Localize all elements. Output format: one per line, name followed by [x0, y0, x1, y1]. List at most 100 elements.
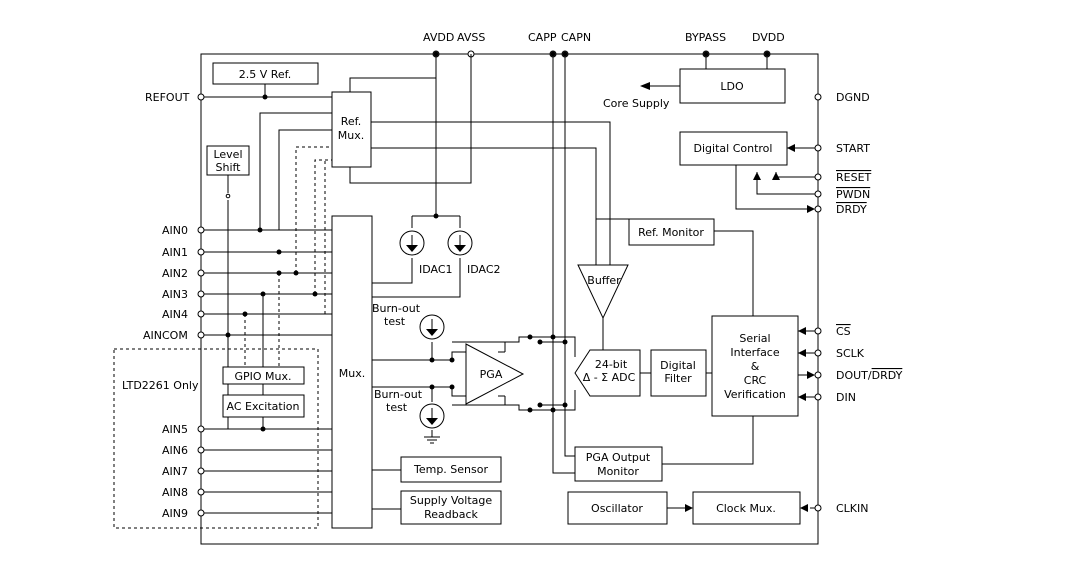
serial-interface-block [711, 315, 799, 417]
pin-label-dout: DOUT/DRDY [836, 369, 903, 382]
clock-mux-block [692, 491, 801, 525]
core-supply-label: Core Supply [603, 97, 670, 110]
pin-label-ain2: AIN2 [162, 267, 188, 280]
wires [204, 54, 815, 514]
level-shift-block [206, 145, 250, 176]
serial-label-2: Interface [730, 346, 779, 359]
pin-aincom [197, 331, 205, 339]
pin-label-ain5: AIN5 [162, 423, 188, 436]
digital-filter-label-1: Digital [660, 359, 696, 372]
left-pins: REFOUT AIN0 AIN1 AIN2 AIN3 AIN4 AINCOM A… [143, 91, 205, 520]
arrow-dout-icon [807, 371, 815, 379]
ac-excitation-label: AC Excitation [226, 400, 299, 413]
supply-readback-label-2: Readback [424, 508, 478, 521]
pin-ain6 [197, 446, 205, 454]
pin-sclk [814, 349, 822, 357]
pin-cs [814, 327, 822, 335]
adc-label-2: Δ - Σ ADC [583, 371, 636, 384]
arrow-sclk-icon [798, 349, 806, 357]
supply-readback-label-1: Supply Voltage [410, 494, 492, 507]
clock-mux-label: Clock Mux. [716, 502, 776, 515]
mux-block [331, 215, 373, 529]
pin-label-ain9: AIN9 [162, 507, 188, 520]
arrow-start-icon [787, 144, 795, 152]
pga-output-monitor-label-1: PGA Output [586, 451, 651, 464]
chip-outline [200, 53, 819, 545]
mux-label: Mux. [339, 367, 365, 380]
arrow-reset-icon [772, 172, 780, 180]
ldo-block [679, 68, 786, 104]
arrow-drdy-icon [807, 205, 815, 213]
arrow-clkin-icon [800, 504, 808, 512]
supply-readback-block [400, 490, 502, 525]
junctions [225, 51, 770, 432]
ref-mux-block [331, 91, 372, 168]
serial-label-1: Serial [739, 332, 770, 345]
pin-label-avdd: AVDD [423, 31, 454, 44]
pin-label-ain6: AIN6 [162, 444, 188, 457]
pin-label-clkin: CLKIN [836, 502, 869, 515]
pin-label-pwdn: PWDN [836, 188, 870, 201]
digital-filter-label-2: Filter [664, 372, 692, 385]
serial-label-4: CRC [744, 374, 767, 387]
arrow-osc-icon [685, 504, 693, 512]
pin-din [814, 393, 822, 401]
adc-label-1: 24-bit [595, 358, 628, 371]
ac-excitation-block [222, 394, 305, 418]
level-shift-switch-icon [225, 193, 231, 199]
pin-ain4 [197, 310, 205, 318]
right-pins: DGND START RESET PWDN DRDY CS SCLK DOUT/… [814, 91, 903, 515]
pin-dout [814, 371, 822, 379]
pin-ain9 [197, 509, 205, 517]
pin-label-capp: CAPP [528, 31, 557, 44]
pin-label-reset: RESET [836, 171, 872, 184]
burnout-top-label-1: Burn-out [372, 302, 421, 315]
pin-label-dvdd: DVDD [752, 31, 785, 44]
pin-label-cs: CS [836, 325, 851, 338]
level-shift-label-1: Level [213, 148, 242, 161]
ltd2261-region [113, 348, 319, 529]
gpio-mux-label: GPIO Mux. [234, 370, 291, 383]
temp-sensor-block [400, 456, 502, 483]
pin-ain5 [197, 425, 205, 433]
top-pins: AVDD AVSS CAPP CAPN BYPASS DVDD [423, 31, 785, 58]
ref-mux-label-1: Ref. [341, 115, 362, 128]
pin-ain0 [197, 226, 205, 234]
pin-drdy [814, 205, 822, 213]
pin-label-ain0: AIN0 [162, 224, 188, 237]
arrow-cs-icon [798, 327, 806, 335]
digital-control-block [679, 131, 788, 166]
ref-mux-label-2: Mux. [338, 129, 364, 142]
idac2-label: IDAC2 [467, 263, 501, 276]
pga-amplifier [465, 343, 525, 405]
pin-pwdn [814, 190, 822, 198]
pin-label-din: DIN [836, 391, 856, 404]
burnout-bottom-label-2: test [386, 401, 408, 414]
pin-ain2 [197, 269, 205, 277]
ltd2261-label: LTD2261 Only [122, 379, 199, 392]
ldo-label: LDO [720, 80, 744, 93]
pin-label-drdy: DRDY [836, 203, 867, 216]
pin-ain1 [197, 248, 205, 256]
pga-label: PGA [480, 368, 503, 381]
idac2-source [447, 230, 473, 256]
buffer-label: Buffer [587, 274, 621, 287]
gpio-mux-block [222, 366, 305, 385]
burnout-top-source [419, 314, 445, 340]
pin-label-ain1: AIN1 [162, 246, 188, 259]
pin-label-ain8: AIN8 [162, 486, 188, 499]
pin-ain3 [197, 290, 205, 298]
arrow-pwdn-icon [753, 172, 761, 180]
arrow-din-icon [798, 393, 806, 401]
idac1-source [399, 230, 425, 256]
ref-monitor-label: Ref. Monitor [638, 226, 704, 239]
pga-output-monitor-block [574, 446, 663, 482]
pin-start [814, 144, 822, 152]
oscillator-label: Oscillator [591, 502, 643, 515]
buffer-amplifier [577, 264, 629, 320]
pin-dgnd [814, 93, 822, 101]
pin-ain8 [197, 488, 205, 496]
pin-label-dout-drdy: DRDY [872, 369, 903, 382]
pin-label-avss: AVSS [457, 31, 485, 44]
